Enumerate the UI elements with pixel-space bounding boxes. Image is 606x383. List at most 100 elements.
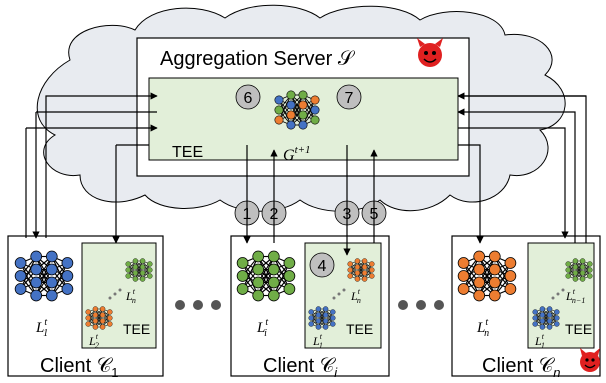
network-node	[369, 267, 375, 273]
network-node	[579, 270, 586, 276]
network-node	[267, 250, 280, 263]
client-i-local-model-icon	[236, 250, 296, 302]
network-node	[14, 283, 27, 295]
network-node	[61, 270, 74, 282]
network-node	[315, 318, 322, 324]
network-node	[252, 250, 265, 263]
global-model-label: Gt+1	[283, 144, 311, 164]
client-i-label: Client 𝒞i	[263, 355, 338, 380]
network-node	[92, 306, 99, 312]
network-node	[361, 264, 368, 270]
server-tee-label: TEE	[172, 144, 203, 161]
network-node	[236, 257, 249, 269]
network-node	[587, 273, 593, 279]
network-node	[546, 312, 553, 318]
network-node	[457, 270, 470, 282]
network-node	[139, 270, 146, 276]
svg-text:4: 4	[318, 258, 327, 275]
server-title: Aggregation Server 𝒮	[160, 48, 356, 70]
network-node	[473, 250, 486, 263]
tee-ellipsis-dots	[108, 288, 565, 300]
network-node	[587, 267, 593, 273]
network-node	[147, 267, 153, 273]
network-node	[298, 90, 308, 100]
network-node	[45, 276, 58, 289]
client-1-tee-model-bottom-icon	[85, 306, 113, 330]
network-node	[457, 283, 470, 295]
network-node	[283, 257, 296, 269]
network-node	[99, 312, 106, 318]
network-node	[322, 306, 329, 312]
network-node	[504, 257, 517, 269]
network-node	[315, 324, 322, 330]
client-1-tee-label: TEE	[123, 321, 150, 337]
network-node	[488, 263, 501, 276]
network-node	[107, 321, 113, 327]
network-node	[565, 261, 571, 267]
client-n-local-model-icon	[457, 250, 517, 302]
network-node	[539, 324, 546, 330]
network-node	[125, 261, 131, 267]
network-node	[572, 270, 579, 276]
client-i-tee-model-bottom-icon	[308, 306, 336, 330]
network-node	[354, 270, 361, 276]
network-node	[147, 261, 153, 267]
network-node	[236, 270, 249, 282]
network-node	[361, 276, 368, 282]
step-6-badge: 6	[235, 84, 261, 110]
client-i-tee-model-top-icon	[347, 258, 375, 282]
devil-icon	[417, 38, 443, 67]
network-node	[61, 283, 74, 295]
network-node	[286, 120, 296, 130]
network-node	[554, 309, 560, 315]
network-node	[322, 318, 329, 324]
network-node	[99, 324, 106, 330]
network-node	[125, 267, 131, 273]
network-node	[92, 312, 99, 318]
svg-text:6: 6	[244, 90, 253, 107]
network-node	[546, 318, 553, 324]
network-node	[347, 261, 353, 267]
network-node	[369, 273, 375, 279]
network-node	[30, 276, 43, 289]
network-node	[488, 289, 501, 302]
network-node	[330, 309, 336, 315]
network-node	[539, 306, 546, 312]
step-7-badge: 7	[336, 84, 362, 110]
network-node	[30, 289, 43, 302]
network-node	[504, 270, 517, 282]
network-node	[61, 257, 74, 269]
network-node	[554, 315, 560, 321]
client-1-label: Client 𝒞1	[40, 355, 119, 380]
network-node	[252, 263, 265, 276]
network-node	[579, 264, 586, 270]
network-node	[132, 264, 139, 270]
network-node	[107, 315, 113, 321]
network-node	[139, 258, 146, 264]
network-node	[308, 315, 314, 321]
network-node	[92, 324, 99, 330]
network-node	[532, 321, 538, 327]
network-node	[30, 250, 43, 263]
network-node	[572, 258, 579, 264]
network-node	[99, 306, 106, 312]
network-node	[310, 105, 320, 115]
network-node	[308, 309, 314, 315]
network-node	[132, 270, 139, 276]
network-node	[14, 270, 27, 282]
network-node	[361, 270, 368, 276]
network-node	[565, 267, 571, 273]
network-node	[361, 258, 368, 264]
network-node	[274, 95, 284, 105]
svg-text:7: 7	[345, 90, 354, 107]
client-1-local-model-icon	[14, 250, 74, 302]
network-node	[45, 250, 58, 263]
network-node	[554, 321, 560, 327]
network-node	[45, 263, 58, 276]
